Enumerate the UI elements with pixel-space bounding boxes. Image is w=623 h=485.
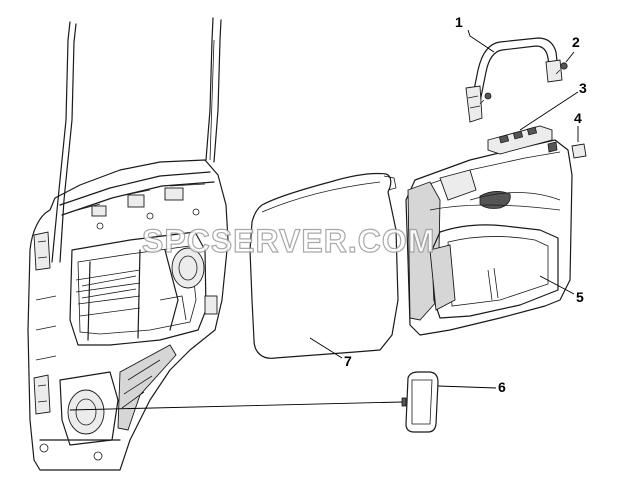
callout-3: 3 bbox=[579, 80, 587, 96]
door-inner-frame bbox=[27, 17, 229, 471]
callout-7: 7 bbox=[344, 353, 352, 369]
grab-handle bbox=[465, 37, 563, 123]
callout-2: 2 bbox=[572, 34, 580, 50]
storage-pocket bbox=[401, 371, 439, 433]
trim-clip bbox=[547, 141, 587, 159]
leader-lines bbox=[69, 29, 579, 411]
window-switch-panel bbox=[487, 125, 553, 155]
callout-4: 4 bbox=[574, 110, 582, 126]
callout-6: 6 bbox=[498, 379, 506, 395]
door-trim-panel bbox=[405, 139, 573, 336]
callout-5: 5 bbox=[576, 289, 584, 305]
watermark-text: SPCSERVER.COM bbox=[142, 223, 435, 259]
callout-1: 1 bbox=[455, 14, 463, 30]
watershield-sheet bbox=[249, 172, 399, 359]
callout-labels: 1 2 3 4 5 6 7 bbox=[344, 14, 587, 395]
handle-screw bbox=[479, 62, 568, 105]
